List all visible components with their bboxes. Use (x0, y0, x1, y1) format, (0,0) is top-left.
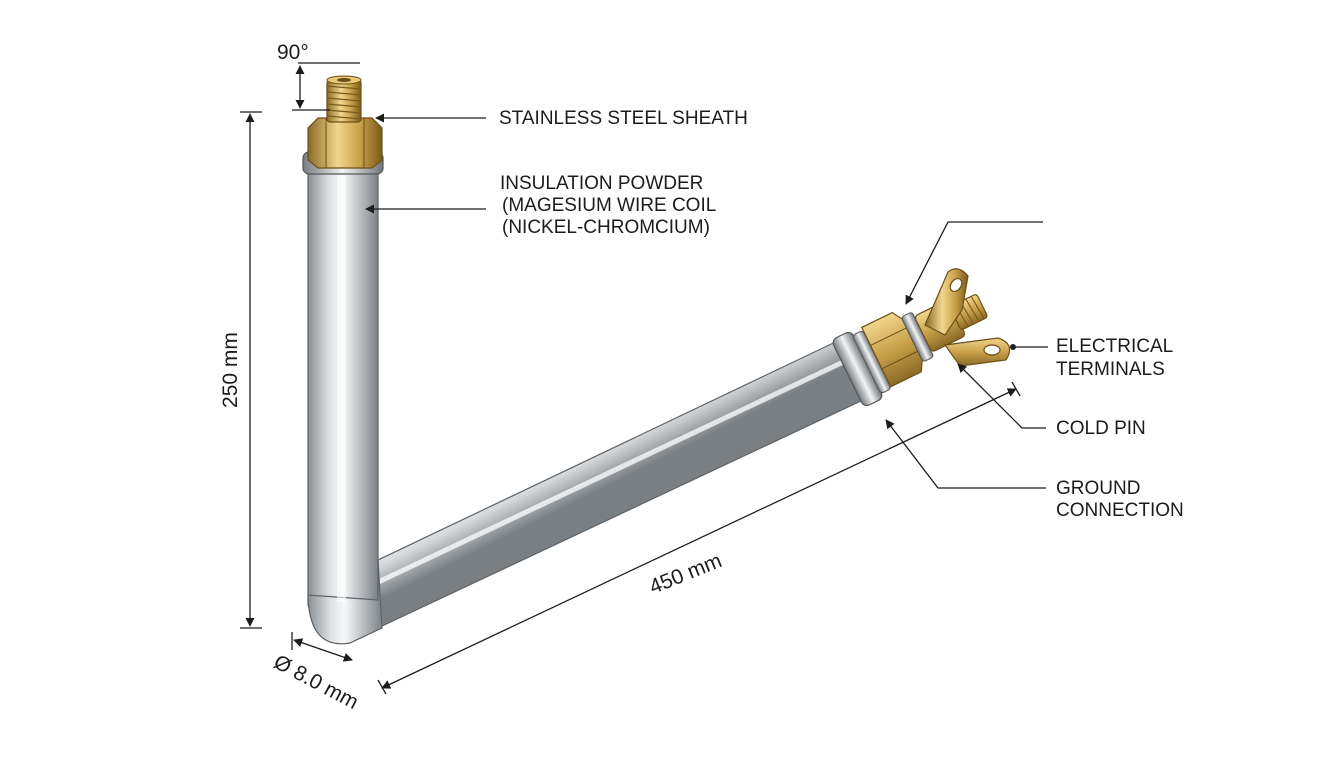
callout-top-terminal (905, 221, 1043, 305)
ground-line-1: GROUND (1056, 478, 1140, 499)
dimension-height: 250 mm (219, 111, 262, 629)
callout-terminals: ELECTRICAL TERMINALS (1016, 336, 1178, 380)
callout-cold-pin: COLD PIN (957, 363, 1146, 439)
top-hex-nut (307, 117, 383, 169)
diameter-label: Ø 8.0 mm (270, 650, 362, 714)
terminals-line-1: ELECTRICAL (1056, 336, 1173, 357)
insulation-line-2: (MAGESIUM WIRE COIL (502, 195, 716, 216)
height-label: 250 mm (219, 332, 242, 408)
dimension-diameter: Ø 8.0 mm (270, 632, 362, 714)
top-fitting (302, 75, 384, 175)
sheath-label: STAINLESS STEEL SHEATH (499, 108, 748, 129)
length-label: 450 mm (646, 549, 725, 599)
ground-line-2: CONNECTION (1056, 500, 1184, 521)
terminals-label: ELECTRICAL TERMINALS (1056, 336, 1178, 380)
insulation-label: INSULATION POWDER (MAGESIUM WIRE COIL (N… (500, 173, 721, 238)
terminals-line-2: TERMINALS (1056, 359, 1165, 380)
ground-label: GROUND CONNECTION (1056, 478, 1184, 521)
right-fitting (832, 268, 1016, 407)
callout-insulation: INSULATION POWDER (MAGESIUM WIRE COIL (N… (365, 173, 721, 238)
angle-label: 90° (277, 41, 309, 64)
cold-pin-label: COLD PIN (1056, 418, 1146, 439)
dimension-angle: 90° (277, 41, 360, 111)
callout-ground: GROUND CONNECTION (885, 419, 1184, 521)
tube-diagonal-arm (307, 335, 881, 644)
insulation-line-1: INSULATION POWDER (500, 173, 703, 194)
callout-sheath: STAINLESS STEEL SHEATH (375, 108, 748, 129)
heating-tube (307, 169, 881, 645)
insulation-line-3: (NICKEL-CHROMCIUM) (502, 217, 710, 238)
